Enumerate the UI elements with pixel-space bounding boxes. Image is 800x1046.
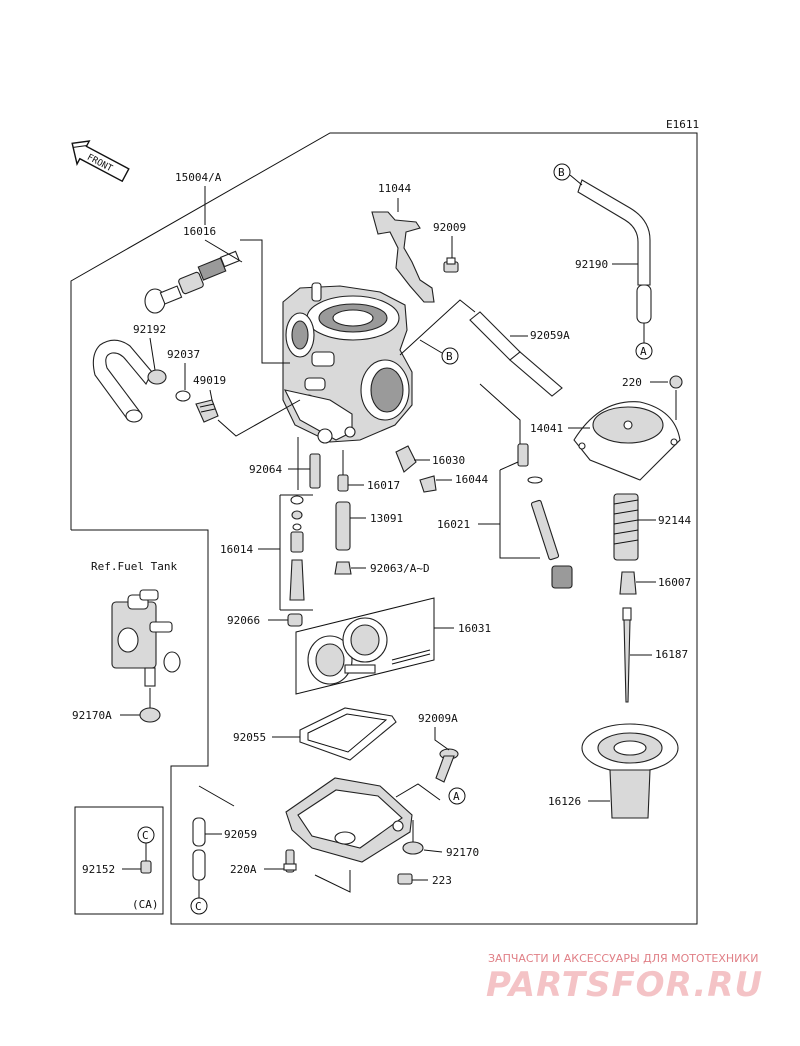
label-92192: 92192 [133,323,166,336]
label-92059A: 92059A [530,329,570,342]
label-92009A: 92009A [418,712,458,725]
top-cover-14041 [573,401,681,481]
throttle-valve-16021 [517,443,573,589]
ref-a-upper: A [640,345,647,358]
label-16031: 16031 [458,622,491,635]
diaphragm-16126 [581,723,679,819]
float-bowl [285,777,413,863]
label-14041: 14041 [530,422,563,435]
plug-92066 [287,613,303,627]
filter-49019 [195,399,219,423]
ref-fuel-tank-label: Ref.Fuel Tank [91,560,177,573]
front-arrow-icon: FRONT [71,140,130,183]
label-49019: 49019 [193,374,226,387]
ref-b-mid: B [446,350,453,363]
spring-92144 [613,493,639,561]
needle-16187 [622,607,632,703]
hose-92059 [192,817,206,881]
clamp-92170 [402,841,424,855]
label-223: 223 [432,874,452,887]
label-92144: 92144 [658,514,691,527]
label-220A: 220A [230,863,257,876]
watermark-logo: PARTSFOR.RU [486,965,763,1005]
label-92152: 92152 [82,863,115,876]
emulsion-tube-13091 [335,501,351,551]
hose-92192 [92,339,167,423]
pilot-screw-16014 [289,495,305,601]
ref-a-lower: A [453,790,460,803]
needle-holder-16007 [619,571,637,595]
label-92059: 92059 [224,828,257,841]
label-16126: 16126 [548,795,581,808]
float-16031 [295,597,435,695]
label-220: 220 [622,376,642,389]
label-92055: 92055 [233,731,266,744]
ref-c-lower: C [195,900,202,913]
fuel-cock [111,589,181,687]
label-92066: 92066 [227,614,260,627]
label-92063: 92063/A~D [370,562,430,575]
label-92009: 92009 [433,221,466,234]
label-92170: 92170 [446,846,479,859]
clamp-92170A [139,707,161,723]
label-16014: 16014 [220,543,253,556]
label-16030: 16030 [432,454,465,467]
label-16016: 16016 [183,225,216,238]
screw-220A [283,849,297,873]
screw-220 [669,375,683,389]
jet-92063 [334,561,352,575]
label-16021: 16021 [437,518,470,531]
plug-92152 [140,860,152,874]
label-13091: 13091 [370,512,403,525]
ca-label: (CA) [132,898,159,911]
watermark-line1: ЗАПЧАСТИ И АКСЕССУАРЫ ДЛЯ МОТОТЕХНИКИ [488,952,758,965]
label-92190: 92190 [575,258,608,271]
label-16007: 16007 [658,576,691,589]
label-16187: 16187 [655,648,688,661]
jet-16017 [337,474,349,492]
label-15004A: 15004/A [175,171,222,184]
screw-92009A [435,748,459,783]
clip-92037 [175,390,191,402]
choke-plunger [144,250,241,314]
clip-16044 [419,475,437,493]
label-92064: 92064 [249,463,282,476]
assembly-frame [70,132,698,925]
gasket-92055 [299,707,397,761]
hose-92059A [469,311,563,397]
screw-223 [397,873,413,885]
float-valve-16030 [395,445,417,473]
screw-92009 [443,257,459,273]
ref-b-top: B [558,166,565,179]
label-92170A: 92170A [72,709,112,722]
label-11044: 11044 [378,182,411,195]
label-16044: 16044 [455,473,488,486]
bracket-11044 [371,211,435,303]
label-16017: 16017 [367,479,400,492]
label-92037: 92037 [167,348,200,361]
hose-92190 [577,179,652,324]
diagram-code: E1611 [666,118,699,131]
ref-c-box: C [142,829,149,842]
jet-92064 [309,453,321,489]
carburetor-body [282,282,413,444]
